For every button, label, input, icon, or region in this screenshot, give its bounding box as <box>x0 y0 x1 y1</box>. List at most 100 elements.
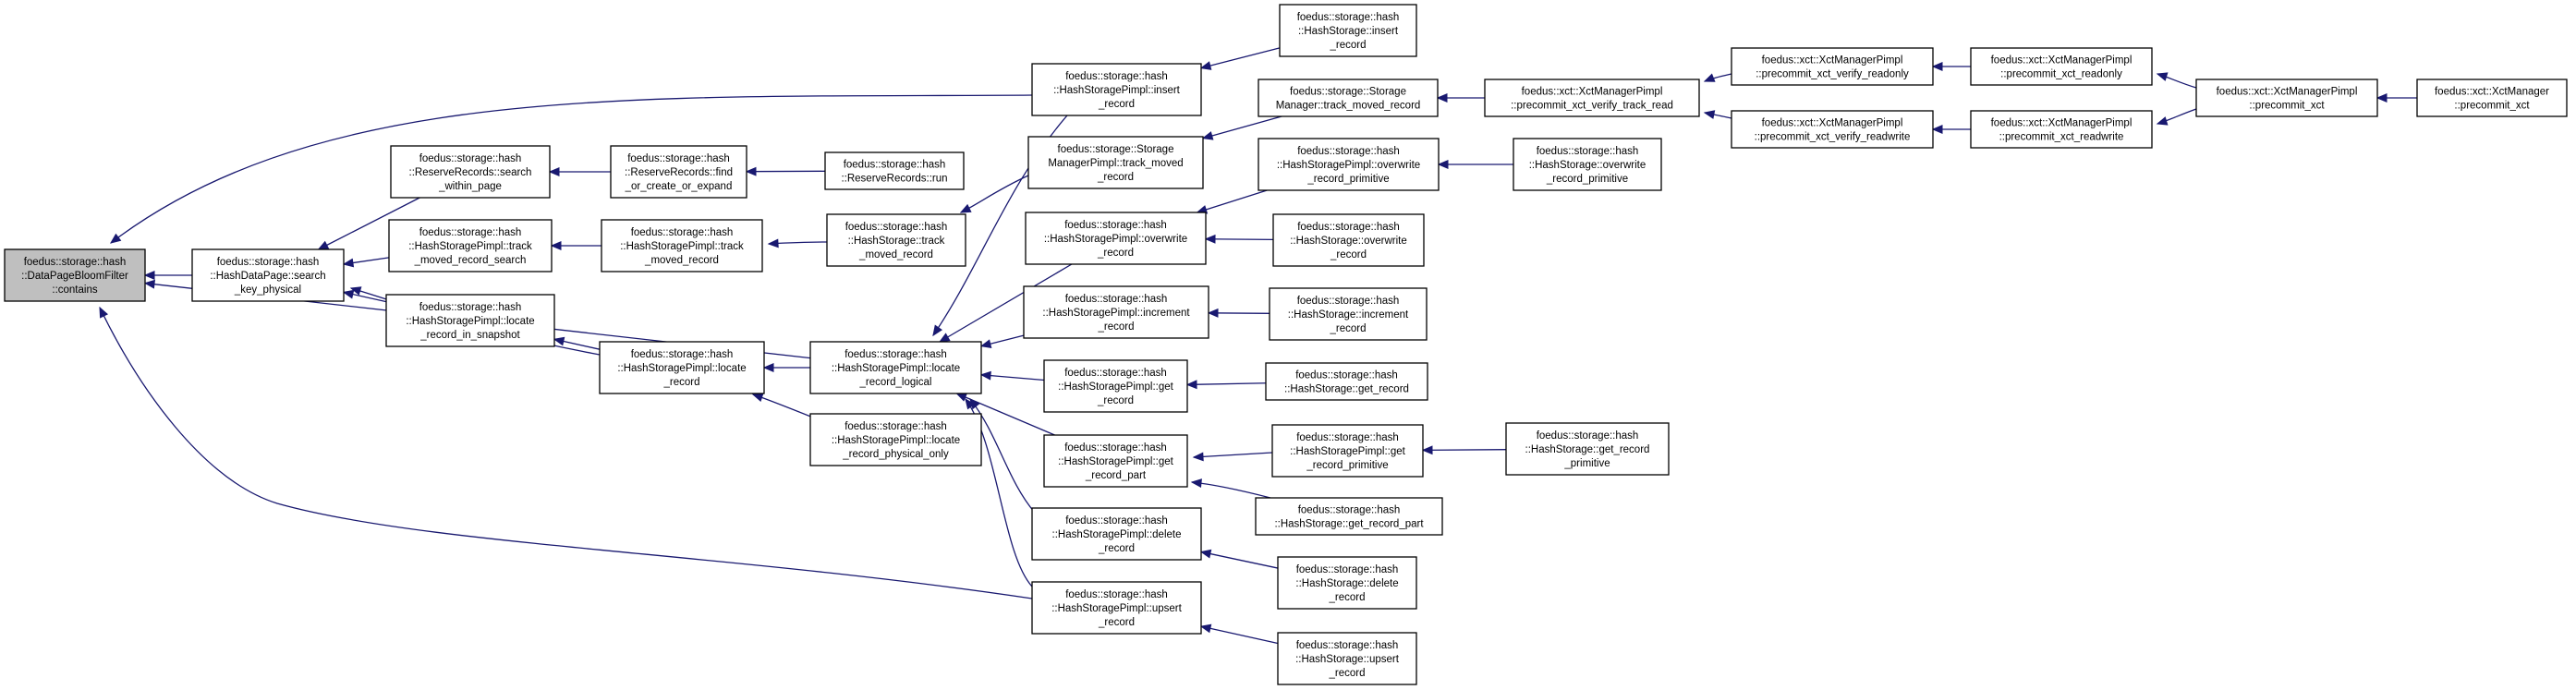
node-pimpl-track-moved-record-search[interactable]: foedus::storage::hash::HashStoragePimpl:… <box>388 219 553 272</box>
node-box <box>2195 79 2378 117</box>
node-sm-track-moved-record[interactable]: foedus::storage::StorageManager::track_m… <box>1258 79 1439 117</box>
node-label-line: foedus::xct::XctManagerPimpl <box>1762 118 1903 129</box>
node-pimpl-overwrite-record-primitive[interactable]: foedus::storage::hash::HashStoragePimpl:… <box>1258 138 1440 191</box>
node-pimpl-locate-record-logical[interactable]: foedus::storage::hash::HashStoragePimpl:… <box>809 341 982 394</box>
node-pimpl-track-moved-record[interactable]: foedus::storage::hash::HashStoragePimpl:… <box>601 219 763 272</box>
node-rr-find-or-create[interactable]: foedus::storage::hash::ReserveRecords::f… <box>610 145 747 199</box>
node-label-line: ::HashStoragePimpl::get <box>1058 381 1173 393</box>
node-box <box>390 145 551 199</box>
node-label-line: ::HashStoragePimpl::get <box>1058 456 1173 467</box>
edge-pimpl-overwrite-record-primitive-to-pimpl-overwrite-record <box>1197 189 1268 213</box>
node-xct-readonly[interactable]: foedus::xct::XctManagerPimpl::precommit_… <box>1970 47 2153 86</box>
edge-arrowhead <box>1190 478 1202 488</box>
node-box <box>1277 556 1417 610</box>
node-box <box>1025 212 1207 265</box>
node-smp-track-moved-record[interactable]: foedus::storage::StorageManagerPimpl::tr… <box>1027 136 1204 189</box>
edge-arrowhead <box>1201 131 1214 140</box>
node-pimpl-get-record-primitive[interactable]: foedus::storage::hash::HashStoragePimpl:… <box>1271 424 1424 478</box>
node-label-line: _record_in_snapshot <box>419 330 520 341</box>
node-search-key-physical[interactable]: foedus::storage::hash::HashDataPage::sea… <box>191 248 345 302</box>
node-box <box>2416 79 2568 117</box>
node-box <box>1970 110 2153 149</box>
node-box <box>388 219 553 272</box>
node-hs-get-record-part[interactable]: foedus::storage::hash::HashStorage::get_… <box>1255 497 1443 536</box>
node-root[interactable]: foedus::storage::hash::DataPageBloomFilt… <box>4 248 146 302</box>
node-box <box>1513 138 1662 191</box>
node-box <box>1043 434 1188 488</box>
node-label-line: ::precommit_xct_readwrite <box>1999 132 2124 143</box>
node-label-line: ::HashStorage::get_record <box>1525 444 1650 455</box>
node-label-line: foedus::storage::Storage <box>1290 87 1406 98</box>
edge-arrowhead <box>317 240 330 250</box>
edge-arrowhead <box>932 324 943 337</box>
node-label-line: ::HashStorage::get_record <box>1284 384 1409 395</box>
edge-hs-get-record-part-to-pimpl-get-record-part <box>1191 481 1271 499</box>
node-hs-overwrite-record[interactable]: foedus::storage::hash::HashStorage::over… <box>1272 213 1425 267</box>
node-label-line: ::HashStorage::upsert <box>1295 654 1400 665</box>
edge-arrowhead <box>959 203 972 213</box>
node-label-line: foedus::xct::XctManagerPimpl <box>1522 87 1663 98</box>
edge-hs-get-record-primitive-to-pimpl-get-record-primitive <box>1422 449 1507 452</box>
node-box <box>1258 138 1440 191</box>
node-pimpl-delete-record[interactable]: foedus::storage::hash::HashStoragePimpl:… <box>1031 507 1202 561</box>
edge-arrowhead <box>2376 93 2388 103</box>
node-hs-get-record-primitive[interactable]: foedus::storage::hash::HashStorage::get_… <box>1505 422 1670 476</box>
node-label-line: foedus::storage::hash <box>1295 370 1398 381</box>
node-xct-precommit[interactable]: foedus::xct::XctManager::precommit_xct <box>2416 79 2568 117</box>
node-box <box>1269 287 1428 341</box>
node-pimpl-locate-record-in-snapshot[interactable]: foedus::storage::hash::HashStoragePimpl:… <box>385 294 555 347</box>
node-pimpl-overwrite-record[interactable]: foedus::storage::hash::HashStoragePimpl:… <box>1025 212 1207 265</box>
node-xct-precommit-pimpl[interactable]: foedus::xct::XctManagerPimpl::precommit_… <box>2195 79 2378 117</box>
edge-arrowhead <box>2156 72 2169 81</box>
node-label-line: ::HashStorage::get_record_part <box>1274 519 1424 530</box>
edge-arrowhead <box>979 370 991 381</box>
node-label-line: foedus::storage::hash <box>1064 368 1167 379</box>
node-xct-verify-track-read[interactable]: foedus::xct::XctManagerPimpl::precommit_… <box>1484 79 1700 117</box>
node-pimpl-get-record[interactable]: foedus::storage::hash::HashStoragePimpl:… <box>1043 359 1188 413</box>
node-pimpl-get-record-part[interactable]: foedus::storage::hash::HashStoragePimpl:… <box>1043 434 1188 488</box>
node-hs-get-record[interactable]: foedus::storage::hash::HashStorage::get_… <box>1265 362 1428 401</box>
node-pimpl-increment-record[interactable]: foedus::storage::hash::HashStoragePimpl:… <box>1023 285 1209 339</box>
node-label-line: foedus::storage::hash <box>627 153 730 164</box>
node-rr-search-within-page[interactable]: foedus::storage::hash::ReserveRecords::s… <box>390 145 551 199</box>
node-label-line: foedus::xct::XctManagerPimpl <box>1991 118 2132 129</box>
node-hs-upsert-record[interactable]: foedus::storage::hash::HashStorage::upse… <box>1277 632 1417 685</box>
node-label-line: ::HashStoragePimpl::locate <box>406 316 534 327</box>
node-pimpl-insert-record[interactable]: foedus::storage::hash::HashStoragePimpl:… <box>1031 63 1202 116</box>
node-pimpl-locate-record-physical-only[interactable]: foedus::storage::hash::HashStoragePimpl:… <box>809 413 982 466</box>
edge-arrowhead <box>143 279 155 289</box>
node-pimpl-locate-record[interactable]: foedus::storage::hash::HashStoragePimpl:… <box>599 341 765 394</box>
node-label-line: ::HashStorage::insert <box>1298 26 1399 37</box>
node-pimpl-upsert-record[interactable]: foedus::storage::hash::HashStoragePimpl:… <box>1031 581 1202 635</box>
edge-rr-search-within-page-to-search-key-physical <box>318 197 420 250</box>
node-label-line: ::HashStoragePimpl::locate <box>832 363 960 374</box>
node-box <box>1031 63 1202 116</box>
node-label-line: _within_page <box>438 181 502 192</box>
node-hs-insert-record[interactable]: foedus::storage::hash::HashStorage::inse… <box>1279 4 1417 57</box>
node-label-line: foedus::storage::hash <box>1064 220 1167 231</box>
node-hs-increment-record[interactable]: foedus::storage::hash::HashStorage::incr… <box>1269 287 1428 341</box>
node-rr-run[interactable]: foedus::storage::hash::ReserveRecords::r… <box>824 151 965 190</box>
node-label-line: _record <box>1098 543 1135 554</box>
node-label-line: foedus::storage::hash <box>1064 442 1167 454</box>
node-hs-track-moved-record[interactable]: foedus::storage::hash::HashStorage::trac… <box>826 213 966 267</box>
edge-hs-overwrite-record-to-pimpl-overwrite-record <box>1205 238 1274 241</box>
node-label-line: foedus::storage::hash <box>631 227 734 238</box>
edge-layer <box>99 47 2417 645</box>
node-label-line: foedus::storage::hash <box>24 257 127 268</box>
node-xct-readwrite[interactable]: foedus::xct::XctManagerPimpl::precommit_… <box>1970 110 2153 149</box>
node-label-line: _record <box>1330 323 1367 334</box>
node-label-line: _moved_record <box>644 255 719 266</box>
node-xct-verify-readonly[interactable]: foedus::xct::XctManagerPimpl::precommit_… <box>1731 47 1934 86</box>
node-label-line: _record <box>1097 395 1134 406</box>
node-hs-overwrite-record-primitive[interactable]: foedus::storage::hash::HashStorage::over… <box>1513 138 1662 191</box>
node-label-line: _moved_record <box>858 249 933 260</box>
node-label-line: ::HashStoragePimpl::locate <box>617 363 746 374</box>
node-xct-verify-readwrite[interactable]: foedus::xct::XctManagerPimpl::precommit_… <box>1731 110 1934 149</box>
edge-arrowhead <box>762 363 774 372</box>
node-label-line: _moved_record_search <box>414 255 527 266</box>
node-hs-delete-record[interactable]: foedus::storage::hash::HashStorage::dele… <box>1277 556 1417 610</box>
node-label-line: foedus::storage::hash <box>1297 146 1400 157</box>
edge-pimpl-insert-record-to-root <box>110 94 1033 244</box>
